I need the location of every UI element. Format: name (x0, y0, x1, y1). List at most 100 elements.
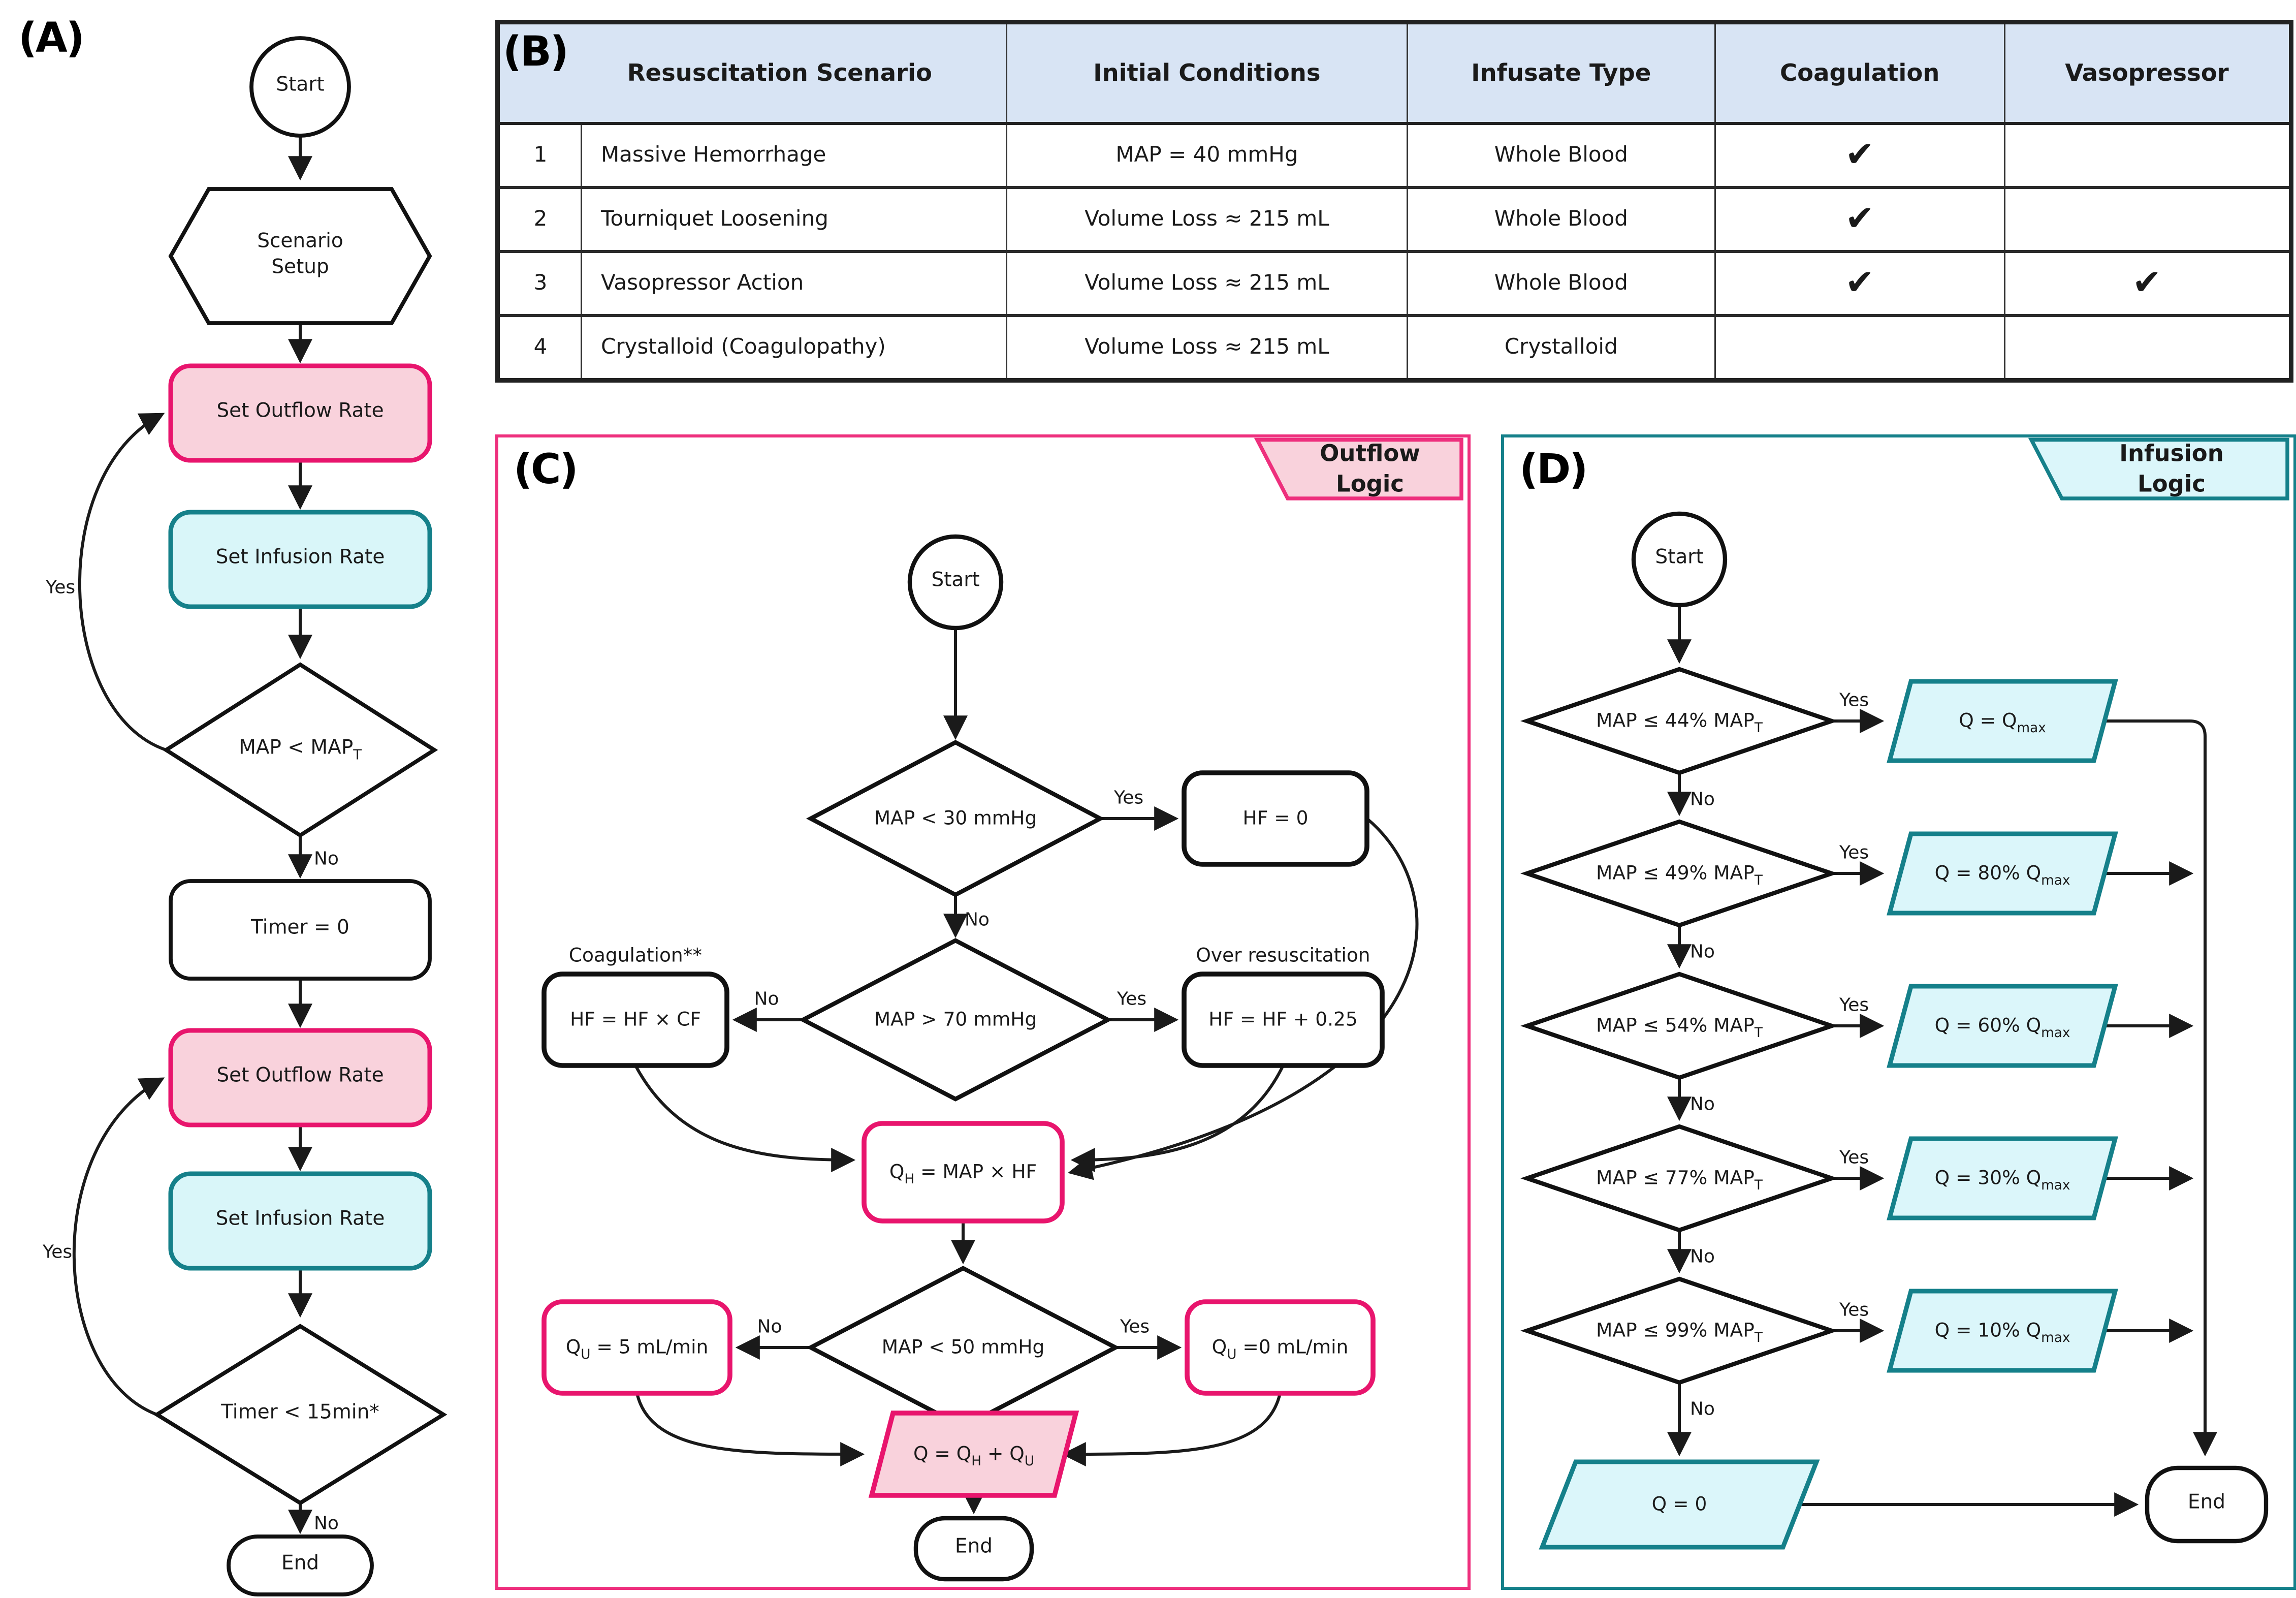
table-row: 2 Tourniquet Loosening Volume Loss ≈ 215… (496, 186, 2292, 253)
cell-row-number: 2 (496, 186, 583, 253)
map-check-label: MAP < MAPT (239, 737, 362, 764)
q-80-label: Q = 80% Qmax (1934, 861, 2070, 890)
set-infusion-rate-2-label: Set Infusion Rate (215, 1208, 385, 1231)
cell-coagulation-check (1714, 314, 2005, 381)
set-outflow-rate-1-shape (168, 363, 432, 463)
cell-row-number: 4 (496, 314, 583, 381)
hf-cf-label: HF = HF × CF (570, 1007, 701, 1030)
map50-label: MAP < 50 mmHg (881, 1335, 1045, 1358)
cell-infusate-type: Crystalloid (1406, 314, 1716, 381)
qu5-shape (541, 1299, 732, 1396)
end-node-label: End (281, 1552, 320, 1576)
panel-b-scenario-table: (B) Resuscitation Scenario Initial Condi… (495, 20, 2293, 383)
panel-a-tag: (A) (18, 15, 85, 62)
q-zero-label: Q = 0 (1651, 1492, 1707, 1515)
panel-c-shapes (541, 534, 1385, 1582)
qu5-label: QU = 5 mL/min (565, 1335, 709, 1364)
panel-c-tag: (C) (514, 447, 578, 494)
cell-scenario: Vasopressor Action (581, 250, 1008, 317)
cell-vasopressor-check: ✔ (2003, 250, 2292, 317)
set-infusion-rate-1-shape (168, 510, 432, 609)
scenario-setup-label: Scenario Setup (257, 230, 343, 279)
coagulation-note: Coagulation** (568, 943, 703, 966)
cell-scenario: Crystalloid (Coagulopathy) (581, 314, 1008, 381)
cell-vasopressor-check (2003, 186, 2292, 253)
timer-reset-label: Timer = 0 (251, 917, 349, 940)
collector-line (2104, 719, 2217, 1457)
edge-label-no: No (1690, 1245, 1715, 1267)
map44-label: MAP ≤ 44% MAPT (1596, 708, 1763, 737)
outflow-logic-tab (1254, 437, 1463, 500)
set-outflow-rate-1-label: Set Outflow Rate (216, 400, 384, 423)
cell-scenario: Massive Hemorrhage (581, 122, 1008, 189)
hf-zero-shape (1182, 770, 1369, 867)
cell-infusate-type: Whole Blood (1406, 122, 1716, 189)
q-10-label: Q = 10% Qmax (1934, 1318, 2070, 1347)
hf-plus-shape (1182, 972, 1385, 1068)
map30-label: MAP < 30 mmHg (874, 806, 1037, 829)
map50-diamond (806, 1266, 1121, 1429)
cell-coagulation-check: ✔ (1714, 122, 2005, 189)
col-header-resuscitation-scenario: Resuscitation Scenario (496, 21, 1008, 125)
map54-label: MAP ≤ 54% MAPT (1596, 1013, 1763, 1042)
q-60-label: Q = 60% Qmax (1934, 1013, 2070, 1042)
start-node-shape (907, 534, 1004, 631)
panel-d-tag: (D) (1519, 447, 1588, 494)
q-zero-parallelogram (1539, 1459, 1820, 1550)
timer-reset-shape (169, 879, 432, 981)
edge-label-yes: Yes (1839, 689, 1869, 711)
q-max-parallelogram (1887, 679, 2118, 763)
q-60-parallelogram (1887, 984, 2118, 1068)
col-header-infusate-type: Infusate Type (1406, 21, 1716, 125)
panel-a-yes-loop-2 (72, 1077, 165, 1416)
map77-label: MAP ≤ 77% MAPT (1596, 1166, 1763, 1195)
panel-a-diagram (72, 36, 448, 1596)
start-node-shape (249, 36, 351, 138)
map-check-diamond (162, 662, 438, 838)
cell-coagulation-check: ✔ (1714, 186, 2005, 253)
cell-vasopressor-check (2003, 314, 2292, 381)
over-resuscitation-note: Over resuscitation (1196, 943, 1370, 966)
table-header-row: Resuscitation Scenario Initial Condition… (496, 21, 2292, 125)
map77-diamond (1520, 1124, 1839, 1233)
table-row: 1 Massive Hemorrhage MAP = 40 mmHg Whole… (496, 122, 2292, 189)
edge-label-yes-1: Yes (46, 576, 76, 598)
col-header-vasopressor: Vasopressor (2003, 21, 2292, 125)
q-sum-label: Q = QH + QU (913, 1442, 1035, 1470)
edge-label-no: No (757, 1315, 782, 1337)
outflow-logic-title: Outflow Logic (1320, 440, 1420, 497)
cell-row-number: 1 (496, 122, 583, 189)
panel-a-edges (72, 136, 312, 1534)
map70-diamond (798, 938, 1113, 1102)
edge-label-no-1: No (314, 848, 339, 869)
edge-label-no: No (1690, 1093, 1715, 1115)
edge-label-yes: Yes (1839, 841, 1869, 863)
q-max-label: Q = Qmax (1959, 708, 2046, 737)
table-row: 4 Crystalloid (Coagulopathy) Volume Loss… (496, 314, 2292, 381)
set-outflow-rate-2-shape (168, 1028, 432, 1127)
panel-c-edges (634, 628, 1419, 1515)
panel-d-edges (1667, 605, 2217, 1517)
map49-diamond (1520, 819, 1839, 928)
cell-infusate-type: Whole Blood (1406, 250, 1716, 317)
map54-diamond (1520, 972, 1839, 1080)
panel-c-diagram (541, 437, 1463, 1582)
edge-label-yes: Yes (1120, 1315, 1150, 1337)
map44-diamond (1520, 667, 1839, 775)
edge-label-no-2: No (314, 1512, 339, 1534)
set-infusion-rate-1-label: Set Infusion Rate (215, 546, 385, 570)
cell-row-number: 3 (496, 250, 583, 317)
panel-a-shapes (153, 36, 448, 1596)
timer-check-label: Timer < 15min* (221, 1401, 379, 1425)
end-node-shape (913, 1516, 1034, 1582)
edge-label-no: No (1690, 1398, 1715, 1420)
scenario-setup-hexagon (168, 187, 432, 325)
timer-check-diamond (153, 1324, 448, 1506)
end-node-label: End (2187, 1491, 2226, 1515)
qu0-shape (1185, 1299, 1376, 1396)
start-node-label: Start (931, 569, 980, 592)
map30-diamond (806, 740, 1105, 897)
cell-coagulation-check: ✔ (1714, 250, 2005, 317)
map99-label: MAP ≤ 99% MAPT (1596, 1318, 1763, 1347)
